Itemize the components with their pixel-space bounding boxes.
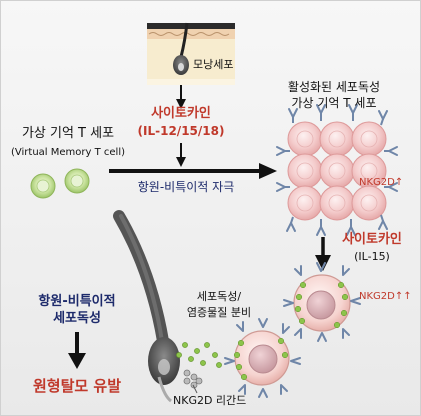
cytokine-right-subtitle: (IL-15) [354, 250, 390, 263]
outcome-label: 원형탈모 유발 [32, 377, 122, 395]
small-hair-follicle [173, 22, 189, 75]
nonspecific-line2: 세포독성 [53, 311, 101, 326]
long-hair-follicle [113, 210, 180, 403]
nkg2d-up-label-1: NKG2D↑ [359, 177, 404, 188]
cytotoxic-secretion-line1: 세포독성/ [196, 290, 242, 303]
nkg2d-ligands [183, 369, 203, 389]
stimulus-label: 항원-비특이적 자극 [137, 180, 235, 194]
activated-t-cell-cluster [276, 104, 398, 236]
activated-label-line1: 활성화된 세포독성 [287, 80, 381, 94]
right-down-arrow [315, 237, 331, 271]
activated-label-line2: 가상 기억 T 세포 [291, 96, 377, 110]
cytokine-right-title: 사이토카인 [342, 232, 402, 247]
virtual-memory-t-cells [30, 168, 90, 199]
cytotoxic-t-cell-attacking [224, 318, 301, 398]
main-horizontal-arrow [109, 163, 277, 179]
ligand-pointer [192, 384, 198, 394]
left-down-arrow [68, 332, 86, 369]
nkg2d-ligand-label: NKG2D 리간드 [173, 394, 247, 407]
secreted-granules [176, 342, 222, 368]
nkg2d-up-label-2: NKG2D↑↑ [359, 291, 412, 302]
cytotoxic-secretion-line2: 염증물질 분비 [186, 306, 252, 319]
skin-layer [147, 23, 235, 85]
nonspecific-line1: 항원-비특이적 [38, 294, 116, 309]
virtual-memory-subtitle: (Virtual Memory T cell) [11, 147, 125, 158]
virtual-memory-title: 가상 기억 T 세포 [21, 126, 115, 141]
cytokine-top-title: 사이토카인 [151, 106, 211, 121]
cytokine-top-subtitle: (IL-12/15/18) [137, 124, 225, 138]
cytotoxic-t-cell-large [283, 262, 361, 342]
skin-cell-label: 모낭세포 [193, 58, 234, 71]
